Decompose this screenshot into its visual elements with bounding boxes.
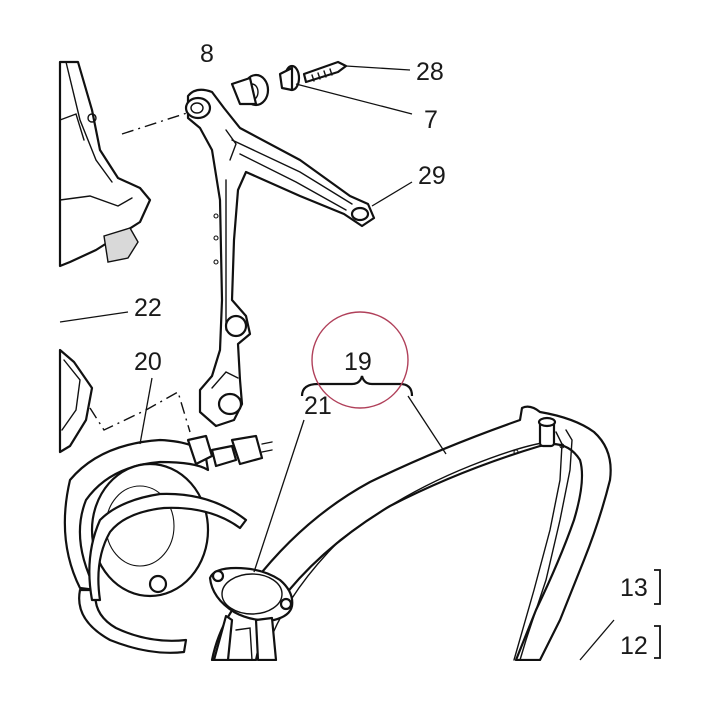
crop-mask-bottom xyxy=(0,661,720,720)
bracket-13 xyxy=(654,569,661,605)
leader-21 xyxy=(253,419,305,573)
bushing-part-8 xyxy=(230,73,270,107)
callout-19: 19 xyxy=(344,348,372,376)
alignment-axis-line xyxy=(121,111,191,135)
connection-dash-line xyxy=(89,390,191,433)
callout-29: 29 xyxy=(418,162,446,190)
bushing-part-7 xyxy=(278,64,301,92)
brace-19 xyxy=(300,375,414,397)
flange-part-21 xyxy=(208,566,294,662)
leader-12 xyxy=(579,619,615,661)
callout-13: 13 xyxy=(620,574,648,602)
callout-22: 22 xyxy=(134,294,162,322)
hose-part-19 xyxy=(210,405,612,662)
leader-20 xyxy=(139,377,153,445)
highlight-circle xyxy=(311,311,409,409)
frame-fragment-left xyxy=(58,348,94,454)
crop-mask-left xyxy=(0,0,58,720)
callout-21: 21 xyxy=(304,392,332,420)
pedal-arm-part-29 xyxy=(184,88,376,428)
leader-29 xyxy=(371,181,413,207)
leader-7 xyxy=(295,83,413,115)
callout-20: 20 xyxy=(134,348,162,376)
callout-12: 12 xyxy=(620,632,648,660)
leader-lines xyxy=(59,65,615,661)
screw-part-28 xyxy=(302,60,348,84)
leader-28 xyxy=(345,65,411,71)
callout-8-partial: 8 xyxy=(200,40,214,68)
leader-22 xyxy=(59,311,129,323)
leader-19 xyxy=(407,395,447,455)
frame-fragment-top-left xyxy=(58,60,152,268)
callout-28: 28 xyxy=(416,58,444,86)
bracket-12 xyxy=(654,625,661,659)
clamp-part-20 xyxy=(63,434,273,654)
callout-7: 7 xyxy=(424,106,438,134)
